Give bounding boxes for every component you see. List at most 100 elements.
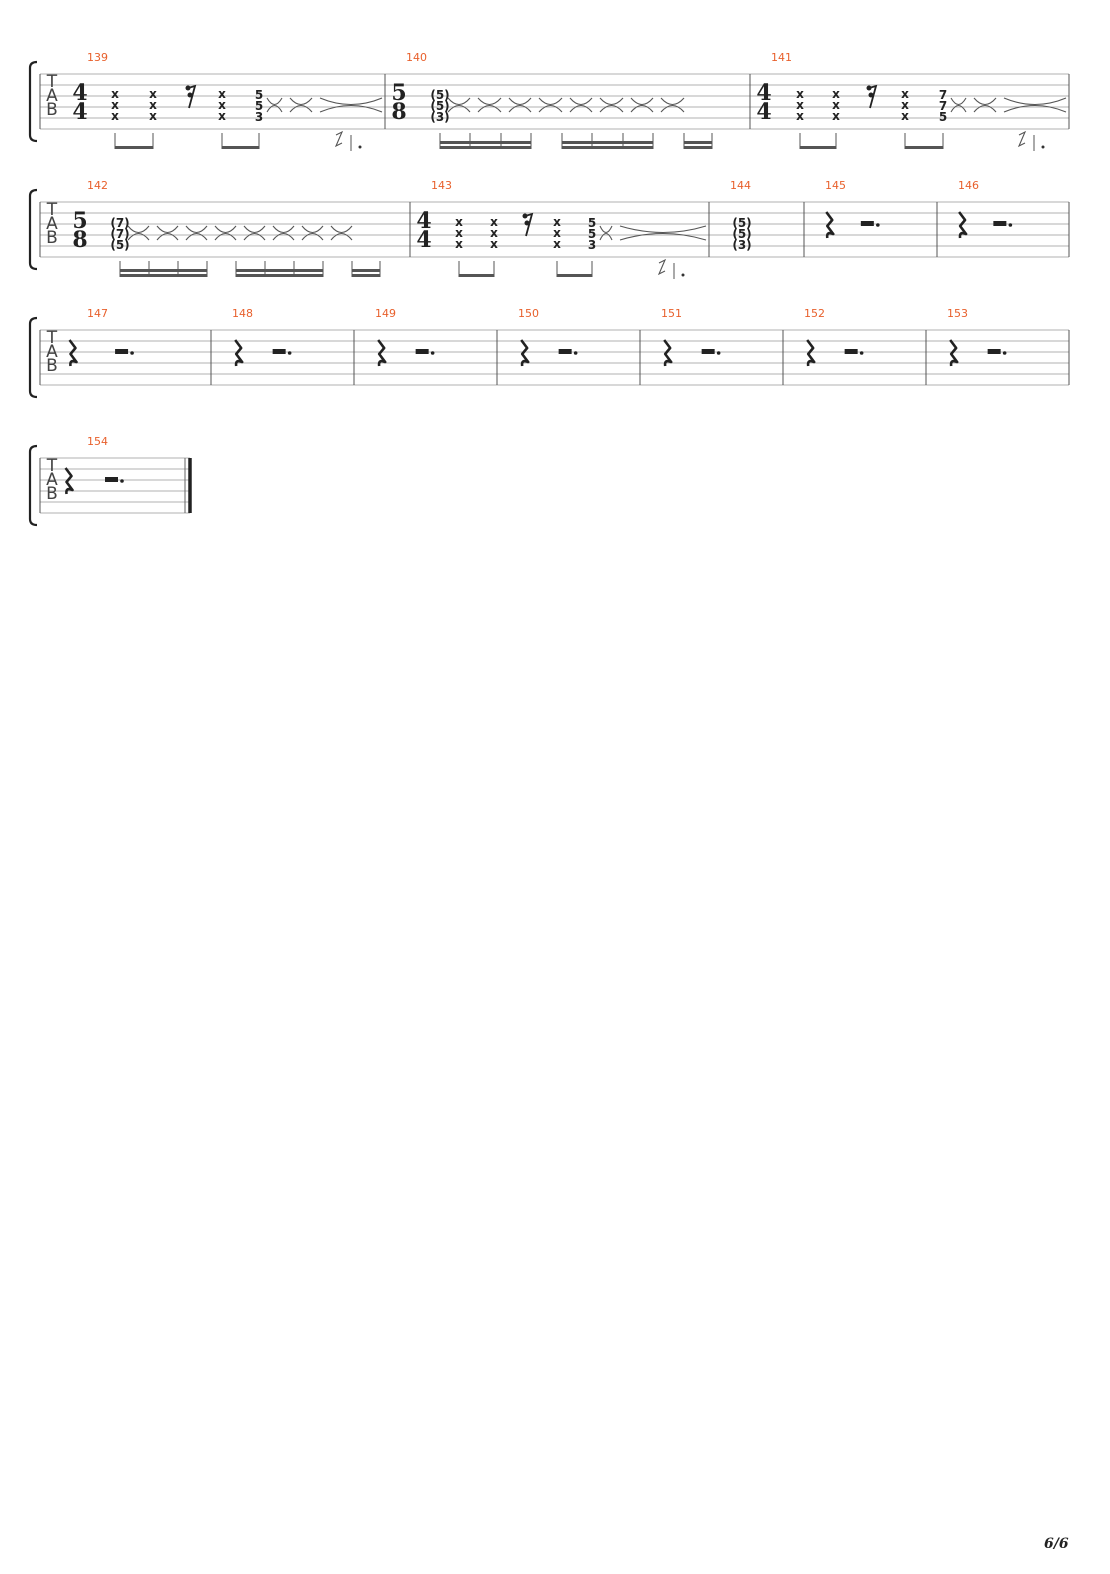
tie-arc [1003,97,1067,105]
system-bracket [28,188,38,271]
system-bracket [28,60,38,143]
tie-arc [272,225,295,234]
rest-dot [120,479,124,483]
quarter-rest [520,339,530,367]
tie-arc [538,104,563,113]
tie-arc [599,104,624,113]
beam [236,269,323,272]
tie-arc [156,232,179,241]
dead-note: x [553,215,561,229]
tie-arc [973,104,997,113]
rhythm-rest [657,258,667,276]
tie-arc [599,225,613,234]
half-rest [987,349,1001,354]
fret-number: 5 [939,110,947,124]
beam [352,269,380,272]
dead-note: x [901,98,909,112]
tie-arc [330,225,353,234]
quarter-rest [825,211,835,239]
dead-note: x [218,109,226,123]
dead-note: x [111,87,119,101]
dead-note: x [553,237,561,251]
beam [562,141,653,144]
quarter-rest [234,339,244,367]
tie-arc [447,97,471,106]
measure-number: 140 [406,51,427,64]
tie-arc [447,104,471,113]
tie-arc [538,97,563,106]
tie-arc [477,97,502,106]
sixteenth-rest-dot [866,85,872,91]
sixteenth-rest-dot [185,85,191,91]
rest-dot [287,351,292,355]
beam [557,274,592,277]
time-signature-bottom: 4 [756,99,771,125]
fret-number: (3) [732,238,751,252]
dead-note: x [455,215,463,229]
time-signature-top: 4 [416,208,431,234]
tie-arc [127,225,150,234]
beam [684,146,712,149]
tie-arc [950,104,967,113]
quarter-rest [663,339,673,367]
tie-arc [301,232,324,241]
measure-number: 145 [825,179,846,192]
tie-arc [630,97,654,106]
rest-dot [859,351,864,355]
dead-note: x [149,109,157,123]
time-signature-top: 4 [756,80,771,106]
rhythm-dot [1041,145,1045,149]
time-signature-top: 5 [391,80,406,106]
tie-arc [973,97,997,106]
quarter-rest [68,339,78,367]
rest-dot [573,351,578,355]
dead-note: x [490,215,498,229]
tie-arc [660,104,685,113]
rhythm-dot [358,145,362,149]
tie-arc [319,105,383,113]
beam [905,146,943,149]
tie-arc [185,225,208,234]
dead-note: x [455,226,463,240]
rest-dot [130,351,134,355]
measure-number: 146 [958,179,979,192]
fret-number: 3 [255,110,263,124]
dead-note: x [111,98,119,112]
sixteenth-rest-dot [524,220,530,226]
measure-number: 151 [661,307,682,320]
fret-number: 5 [588,216,596,230]
time-signature-bottom: 8 [72,227,87,253]
tab-clef-letter: B [46,228,58,248]
tie-arc [243,232,266,241]
fret-number: 5 [255,88,263,102]
dead-note: x [218,98,226,112]
tie-arc [185,232,208,241]
tie-arc [266,97,283,106]
dead-note: x [901,109,909,123]
tie-arc [660,97,685,106]
tie-arc [214,232,237,241]
rest-dot [716,351,721,355]
rest-dot [1002,351,1007,355]
quarter-rest [64,467,74,495]
fret-number: 7 [939,99,947,113]
dead-note: x [455,237,463,251]
measure-number: 144 [730,179,751,192]
beam [440,146,531,149]
tie-arc [477,104,502,113]
dead-note: x [149,87,157,101]
half-rest [105,477,118,482]
measure-number: 147 [87,307,108,320]
tab-clef-letter: B [46,484,58,504]
dead-note: x [553,226,561,240]
tab-clef-letter: A [46,214,58,234]
tie-arc [272,232,295,241]
fret-number: (5) [430,99,449,113]
beam [222,146,259,149]
fret-number: (5) [430,88,449,102]
dead-note: x [796,109,804,123]
tab-clef-letter: T [46,328,58,348]
measure-number: 150 [518,307,539,320]
sixteenth-rest-dot [187,92,193,98]
